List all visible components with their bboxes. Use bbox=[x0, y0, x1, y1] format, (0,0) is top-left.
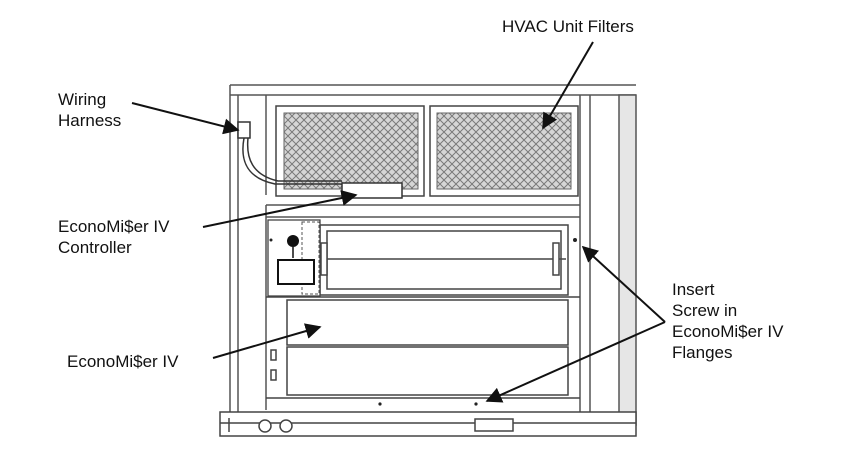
label-economizer: EconoMi$er IV bbox=[67, 352, 179, 371]
arrow-screw-bottom bbox=[485, 321, 666, 403]
hvac-filter-right bbox=[429, 105, 579, 197]
divider-bands bbox=[265, 204, 580, 410]
label-insert-screw: Insert Screw in EconoMi$er IV Flanges bbox=[672, 280, 784, 362]
economizer-upper-panel bbox=[319, 224, 569, 296]
arrow-controller bbox=[202, 190, 358, 228]
label-hvac-filters: HVAC Unit Filters bbox=[502, 17, 634, 36]
arrow-screw-top bbox=[581, 245, 666, 323]
economizer-lower-panel bbox=[266, 296, 580, 399]
arrow-wiring-harness bbox=[131, 102, 240, 135]
arrow-economizer bbox=[212, 323, 322, 359]
arrow-hvac-filters bbox=[542, 41, 594, 130]
label-wiring-harness: Wiring Harness bbox=[58, 90, 122, 130]
label-controller: EconoMi$er IV Controller bbox=[58, 217, 170, 257]
flange-screws bbox=[378, 238, 577, 406]
callout-arrows bbox=[131, 41, 666, 403]
bottom-rail bbox=[219, 411, 637, 437]
controller-module bbox=[267, 219, 321, 297]
unit-frame bbox=[229, 84, 637, 426]
